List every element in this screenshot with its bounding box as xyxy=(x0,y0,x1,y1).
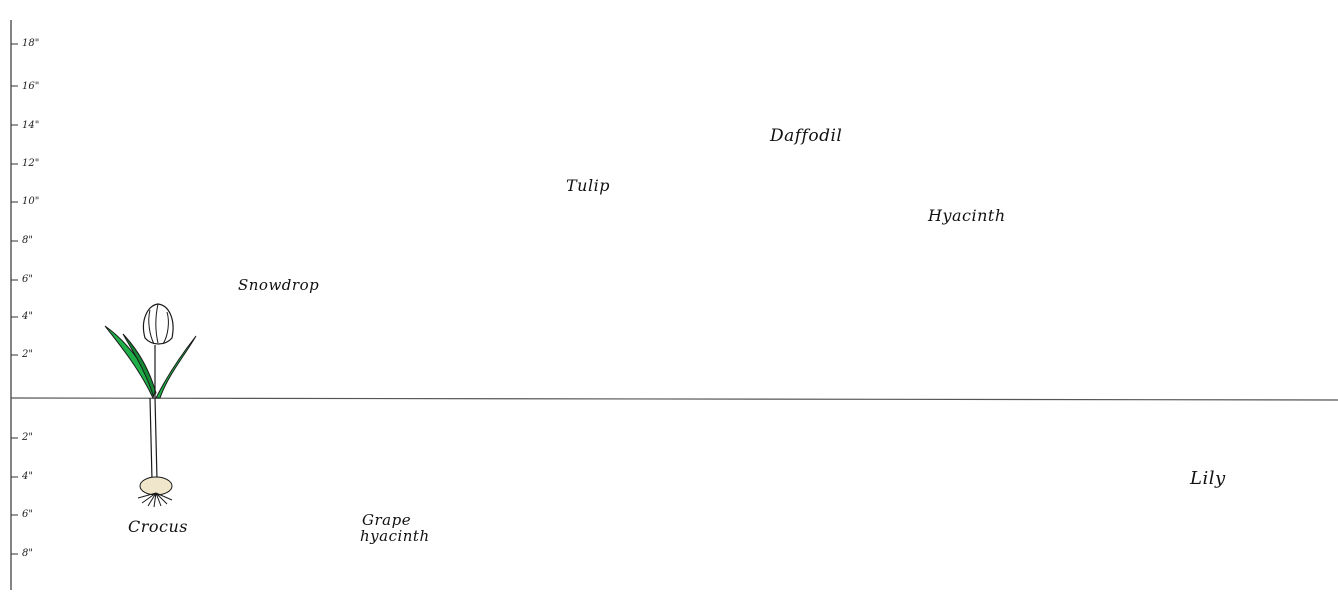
label-grape-hyacinth-line2: hyacinth xyxy=(360,527,430,545)
ground-line xyxy=(11,398,1338,400)
label-lily: Lily xyxy=(1190,468,1226,489)
label-hyacinth: Hyacinth xyxy=(928,206,1006,225)
label-crocus: Crocus xyxy=(128,517,188,536)
label-tulip: Tulip xyxy=(566,176,610,195)
crocus-plant xyxy=(105,304,196,507)
label-snowdrop: Snowdrop xyxy=(238,276,319,294)
scale-ticks xyxy=(11,44,18,554)
label-daffodil: Daffodil xyxy=(770,126,842,146)
